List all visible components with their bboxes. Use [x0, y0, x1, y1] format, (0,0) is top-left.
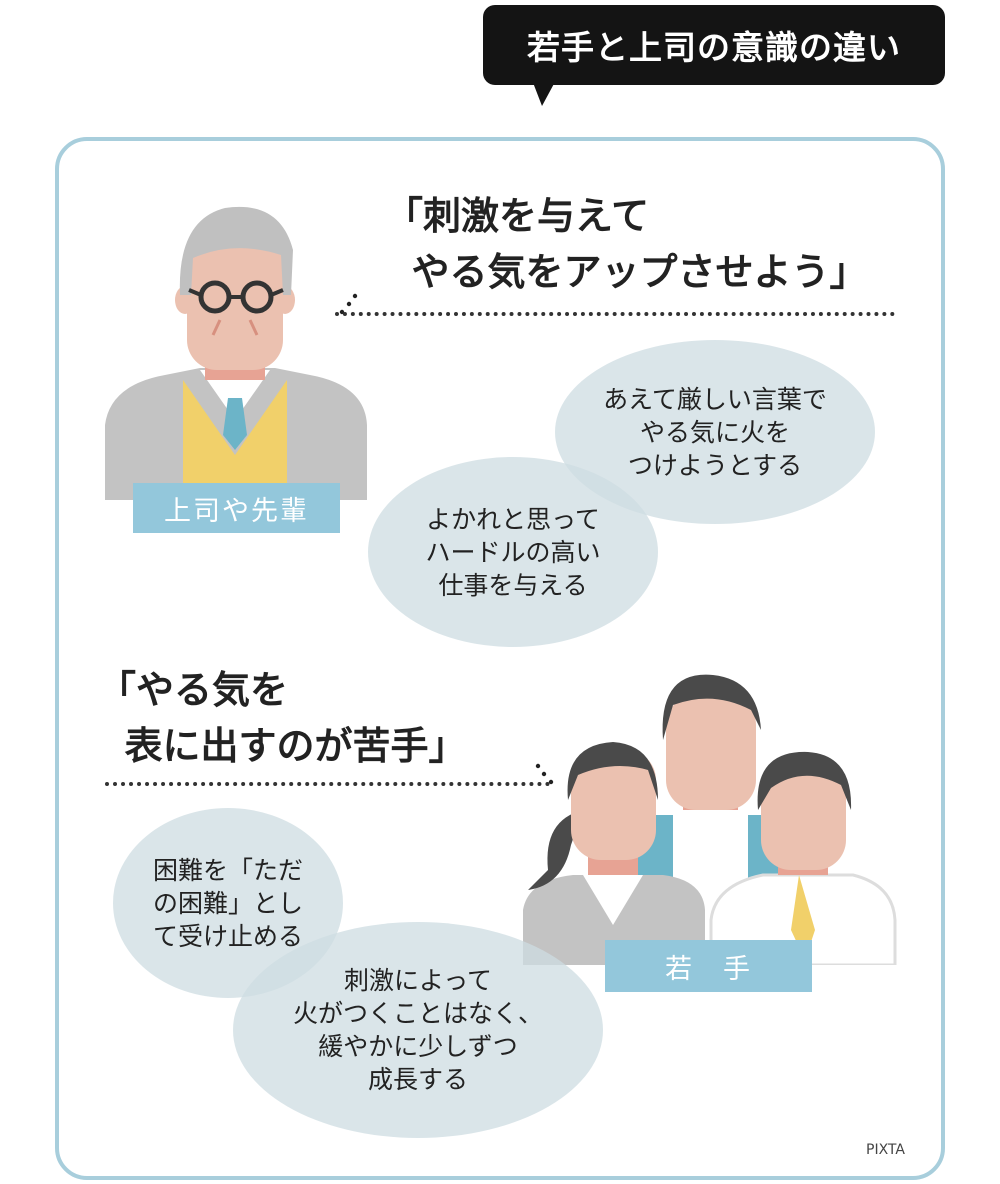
boss-label-text: 上司や先輩 [164, 495, 309, 527]
young-label: 若 手 [605, 940, 812, 992]
young-bubble-2: 刺激によって 火がつくことはなく、 緩やかに少しずつ 成長する [233, 922, 603, 1138]
young-bubble-1: 困難を「ただ の困難」とし て受け止める [113, 808, 343, 998]
title-banner-tail [532, 80, 556, 106]
boss-quote: 「刺激を与えて やる気をアップさせよう」 [385, 194, 868, 294]
young-dotted-line [105, 782, 550, 786]
photo-credit: PIXTA [866, 1142, 905, 1158]
boss-bubble-2: よかれと思って ハードルの高い 仕事を与える [368, 457, 658, 647]
boss-label: 上司や先輩 [133, 483, 340, 533]
young-illustration [523, 674, 897, 965]
title-banner: 若手と上司の意識の違い [483, 5, 945, 85]
boss-illustration [105, 206, 367, 500]
boss-dotted-line [335, 312, 895, 316]
content-frame [55, 137, 945, 1180]
title-text: 若手と上司の意識の違い [527, 28, 901, 67]
young-label-text: 若 手 [665, 953, 752, 985]
boss-bubble-1: あえて厳しい言葉で やる気に火を つけようとする [555, 340, 875, 524]
young-quote: 「やる気を 表に出すのが苦手」 [98, 668, 467, 768]
